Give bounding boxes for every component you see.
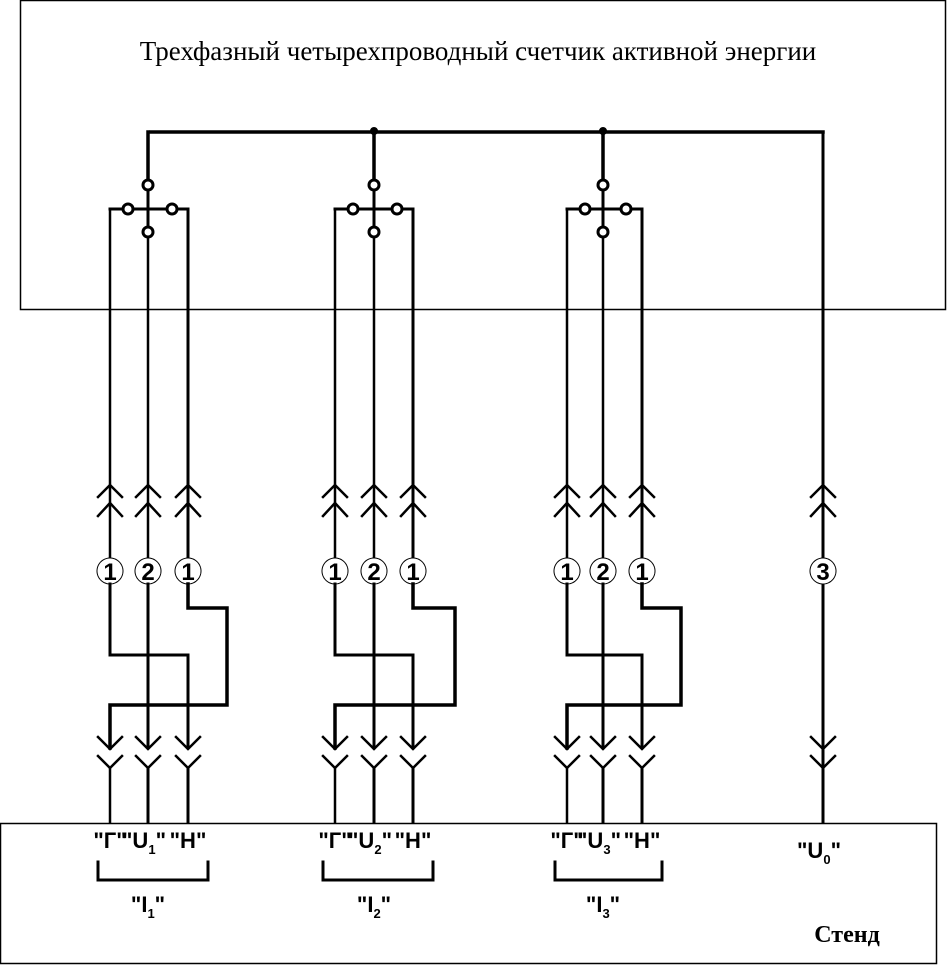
phase-3-bracket xyxy=(553,860,664,882)
phase-3-u-plug-icon xyxy=(589,483,617,499)
phase-2-gen-stand-socket-icon xyxy=(321,754,349,770)
phase-1-current-label: "I1" xyxy=(131,892,165,921)
phase-2-gen-arrow-up-icon xyxy=(321,501,349,518)
phase-2-marker-2-label: 2 xyxy=(367,559,380,586)
phase-1-load-stand-socket-icon xyxy=(174,754,202,770)
phase-1-load-arrow-up-icon xyxy=(174,501,202,518)
phase-1-u-arrow-up-icon xyxy=(134,501,162,518)
phase-3-terminal-bottom xyxy=(596,225,610,239)
neutral-marker-label: 3 xyxy=(816,559,829,586)
phase-2-u-stand-arrow-down-icon xyxy=(360,735,388,751)
phase-3-terminal-top xyxy=(596,178,610,192)
phase-2-load-label: "Н" xyxy=(395,828,432,853)
neutral-marker-circle-icon xyxy=(809,557,837,585)
phase-3-gen-stand-socket-icon xyxy=(553,754,581,770)
phase-3-u-stand-arrow-down-icon xyxy=(589,735,617,751)
phase-3-load-arrow-up-icon xyxy=(628,501,656,518)
phase-2-u-label: "U2" xyxy=(348,828,392,857)
phase-3-load-label: "Н" xyxy=(624,828,661,853)
phase-1-marker-3-label: 1 xyxy=(181,559,194,586)
phase-1-gen-stand-socket-icon xyxy=(96,754,124,770)
phase-1-terminal-top xyxy=(141,178,155,192)
phase-3-load-cross-wire xyxy=(565,582,683,750)
phase-2-bracket xyxy=(321,860,435,882)
phase-1-terminal-bottom xyxy=(141,225,155,239)
phase-3-load-plug-icon xyxy=(628,483,656,499)
phase-1-gen-plug-icon xyxy=(96,483,124,499)
phase-1-bracket xyxy=(96,860,210,882)
stand-title: Стенд xyxy=(814,922,879,948)
phase-3-terminal-right xyxy=(619,202,633,216)
phase-2-gen-plug-icon xyxy=(321,483,349,499)
phase-3-gen-stand-arrow-down-icon xyxy=(553,735,581,751)
neutral-stand-socket-icon xyxy=(809,754,837,770)
phase-1-load-cross-wire xyxy=(108,582,229,750)
phase-2-u-stand-socket-icon xyxy=(360,754,388,770)
phase-2-u-arrow-up-icon xyxy=(360,501,388,518)
phase-1-gen-arrow-up-icon xyxy=(96,501,124,518)
phase-3-u-stand-socket-icon xyxy=(589,754,617,770)
phase-2-u-plug-icon xyxy=(360,483,388,499)
phase-1-load-stand-arrow-down-icon xyxy=(174,735,202,751)
phase-3-current-label: "I3" xyxy=(586,892,620,921)
phase-1-marker-2-label: 2 xyxy=(141,559,154,586)
phase-2-terminal-top xyxy=(367,178,381,192)
phase-2-gen-stand-arrow-down-icon xyxy=(321,735,349,751)
phase-1-u-stand-socket-icon xyxy=(134,754,162,770)
neutral-plug-icon xyxy=(809,483,837,499)
phase-1-gen-label: "Г" xyxy=(93,828,126,853)
phase-3-terminal-left xyxy=(578,202,592,216)
phase-3-load-stand-arrow-down-icon xyxy=(628,735,656,751)
phase-2-load-plug-icon xyxy=(399,483,427,499)
phase-2-current-label: "I2" xyxy=(357,892,391,921)
phase-3-u-label: "U3" xyxy=(577,828,621,857)
phase-1-u-plug-icon xyxy=(134,483,162,499)
phase-2-marker-1-label: 1 xyxy=(328,559,341,586)
phase-2-load-stand-socket-icon xyxy=(399,754,427,770)
phase-2-terminal-left xyxy=(346,202,360,216)
phase-3-marker-2-label: 2 xyxy=(596,559,609,586)
neutral-label: "U0" xyxy=(797,838,841,867)
phase-2-load-stand-arrow-down-icon xyxy=(399,735,427,751)
phase-3-marker-1-label: 1 xyxy=(560,559,573,586)
phase-2-gen-label: "Г" xyxy=(318,828,351,853)
phase-3-load-stand-socket-icon xyxy=(628,754,656,770)
meter-box xyxy=(19,0,947,311)
meter-title: Трехфазный четырехпроводный счетчик акти… xyxy=(140,36,816,66)
phase-1-marker-1-label: 1 xyxy=(103,559,116,586)
phase-1-terminal-left xyxy=(121,202,135,216)
phase-1-load-plug-icon xyxy=(174,483,202,499)
phase-2-terminal-bottom xyxy=(367,225,381,239)
phase-2-load-arrow-up-icon xyxy=(399,501,427,518)
phase-1-gen-stand-arrow-down-icon xyxy=(96,735,124,751)
phase-3-gen-arrow-up-icon xyxy=(553,501,581,518)
phase-2-terminal-right xyxy=(390,202,404,216)
neutral-stand-arrow-down-icon xyxy=(809,735,837,751)
phase-3-gen-label: "Г" xyxy=(550,828,583,853)
phase-1-u-label: "U1" xyxy=(122,828,166,857)
phase-3-gen-plug-icon xyxy=(553,483,581,499)
phase-3-u-arrow-up-icon xyxy=(589,501,617,518)
phase-3-marker-3-label: 1 xyxy=(635,559,648,586)
phase-1-load-label: "Н" xyxy=(170,828,207,853)
phase-1-u-stand-arrow-down-icon xyxy=(134,735,162,751)
phase-2-marker-3-label: 1 xyxy=(406,559,419,586)
neutral-arrow-up-icon xyxy=(809,501,837,518)
phase-2-load-cross-wire xyxy=(333,582,457,750)
phase-1-terminal-right xyxy=(165,202,179,216)
stand-box xyxy=(0,822,938,965)
